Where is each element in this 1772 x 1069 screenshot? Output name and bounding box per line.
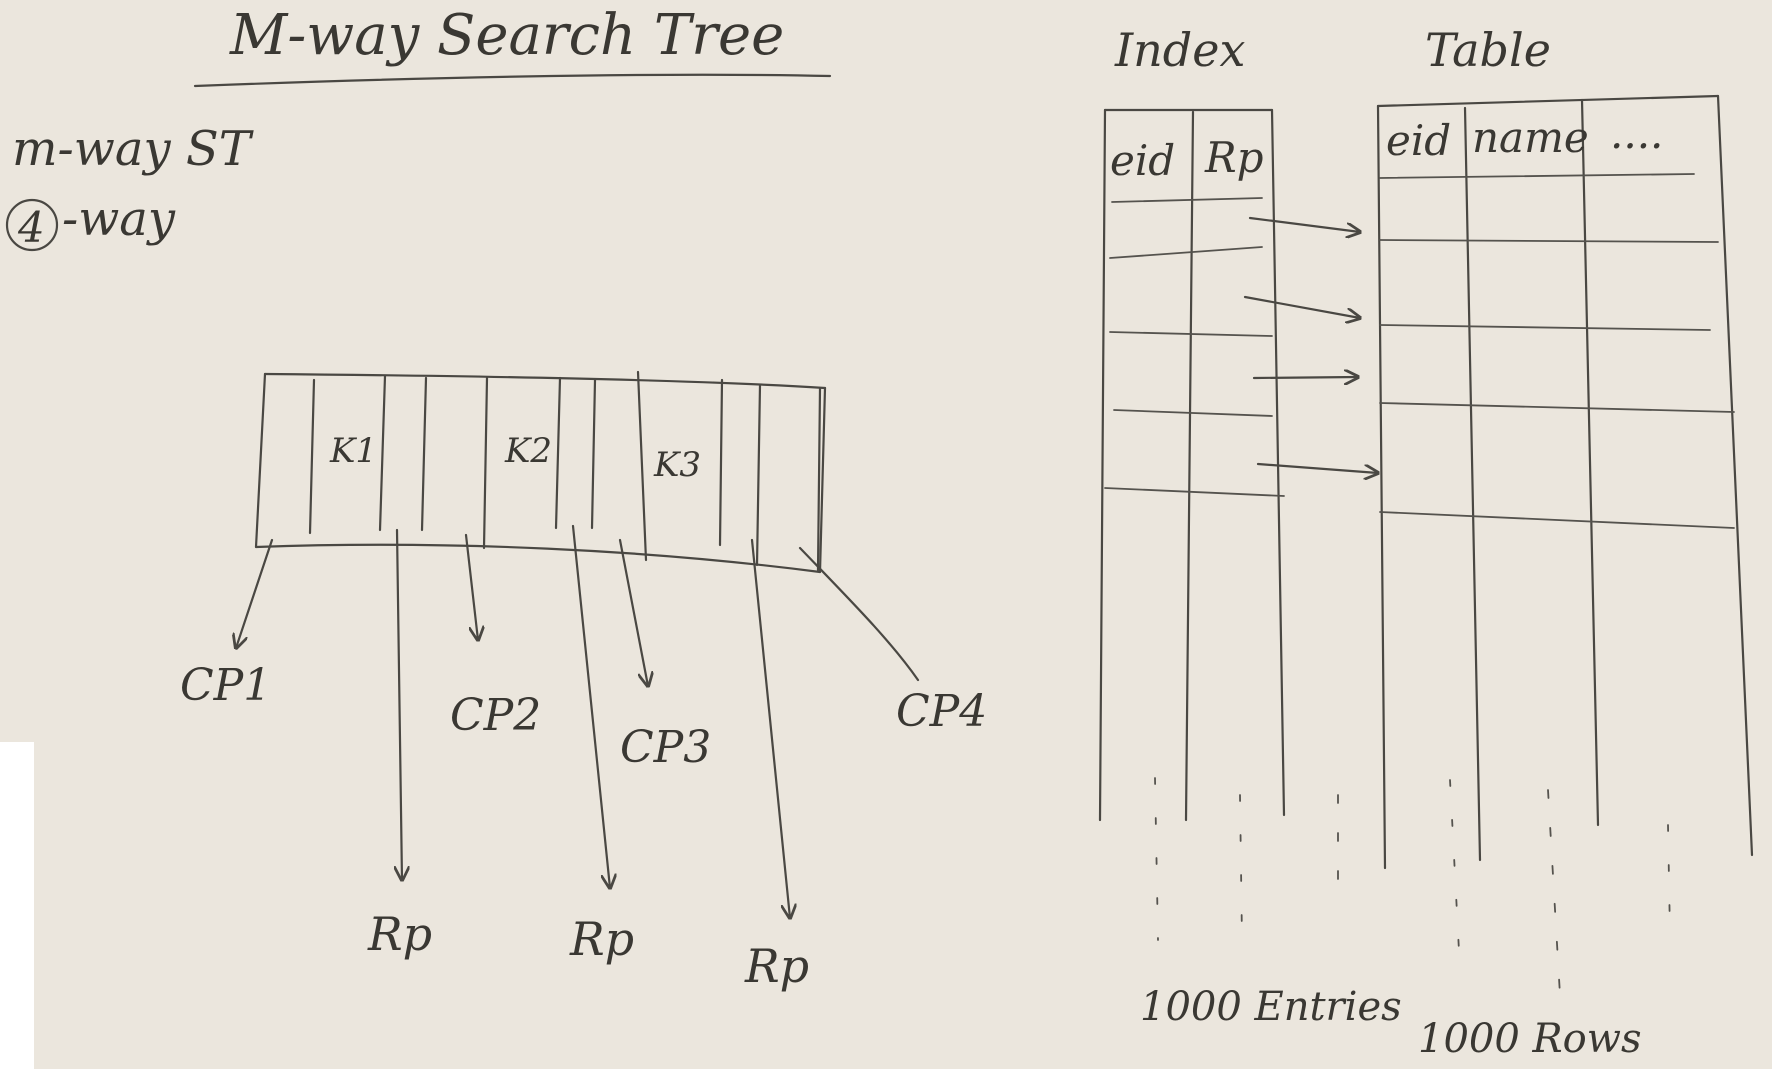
node-left-edge [254, 372, 267, 549]
node-top-edge [263, 372, 827, 390]
child-pointer-label-cp4: CP4 [896, 686, 987, 737]
record-pointer-label: Rp [744, 939, 809, 993]
record-pointer-label: Rp [569, 912, 634, 966]
key-k1: K1 [329, 431, 377, 471]
title-underline [193, 73, 832, 88]
note-four-way: -way [62, 191, 176, 247]
index-row-line [1109, 246, 1263, 259]
note-four-number: 4 [17, 203, 45, 252]
table-title: Table [1425, 23, 1551, 77]
index-to-table-arrow [1252, 377, 1358, 378]
index-to-table-arrow [1256, 462, 1378, 473]
node-divider [816, 386, 822, 572]
index-dots [1239, 794, 1243, 941]
white-margin [0, 742, 34, 1069]
index-footer: 1000 Entries [1140, 984, 1402, 1030]
table-left-edge [1376, 104, 1387, 870]
index-table: Index eid Rp 1000 Entries [1098, 23, 1402, 1030]
index-col-eid: eid [1110, 136, 1175, 185]
index-right-edge [1270, 108, 1286, 817]
table-row-line [1379, 324, 1711, 331]
index-left-edge [1098, 108, 1107, 822]
index-row-line [1104, 487, 1285, 497]
index-dots [1154, 777, 1159, 941]
child-pointer-label-cp2: CP2 [450, 690, 541, 741]
node-divider [420, 376, 428, 532]
table-top-edge [1376, 94, 1720, 108]
child-pointer-label-cp3: CP3 [620, 722, 711, 773]
node-divider [308, 378, 316, 535]
node-divider [590, 378, 597, 530]
child-pointer-label-cp1: CP1 [180, 660, 271, 711]
table-divider [1463, 106, 1482, 862]
index-middle-divider [1184, 110, 1195, 822]
node-divider [755, 383, 762, 567]
index-title: Index [1114, 23, 1245, 77]
table-row-line [1379, 511, 1735, 529]
index-col-rp: Rp [1204, 133, 1264, 182]
note-mway-st: m-way ST [12, 121, 254, 177]
table-row-line [1379, 173, 1695, 179]
tree-node: K1 K2 K3 [254, 370, 827, 574]
data-table: Table eid name .... 1000 Rows [1376, 23, 1754, 1062]
table-right-edge [1716, 94, 1754, 857]
child-pointer-arrow [236, 538, 274, 648]
index-to-table-arrow [1248, 216, 1360, 232]
node-divider [636, 370, 648, 562]
table-footer: 1000 Rows [1418, 1016, 1641, 1062]
record-pointer-label: Rp [367, 907, 432, 961]
table-divider [1580, 98, 1600, 827]
table-col-more: .... [1610, 109, 1663, 158]
index-row-line [1113, 409, 1273, 417]
child-pointer-arrow [464, 533, 478, 640]
record-pointer-arrow [571, 524, 610, 888]
node-divider [718, 378, 724, 547]
index-row-line [1109, 331, 1273, 337]
record-pointer-arrow [750, 538, 790, 918]
circled-four [5, 198, 59, 252]
table-col-name: name [1472, 113, 1589, 162]
child-pointer-arrow [798, 546, 920, 682]
node-divider [554, 376, 562, 530]
node-bottom-edge [254, 543, 822, 574]
table-row-line [1379, 239, 1719, 243]
record-pointer-arrow [397, 528, 402, 880]
index-to-table-arrow [1243, 295, 1360, 318]
table-col-eid: eid [1386, 116, 1451, 165]
key-k3: K3 [653, 445, 701, 485]
node-right-edge [818, 386, 827, 574]
page-title: M-way Search Tree [229, 3, 784, 68]
key-k2: K2 [504, 431, 552, 471]
node-divider [482, 376, 489, 550]
child-pointer-arrow [618, 538, 648, 686]
table-row-line [1379, 402, 1735, 413]
node-divider [378, 374, 387, 532]
index-row-line [1111, 197, 1263, 203]
